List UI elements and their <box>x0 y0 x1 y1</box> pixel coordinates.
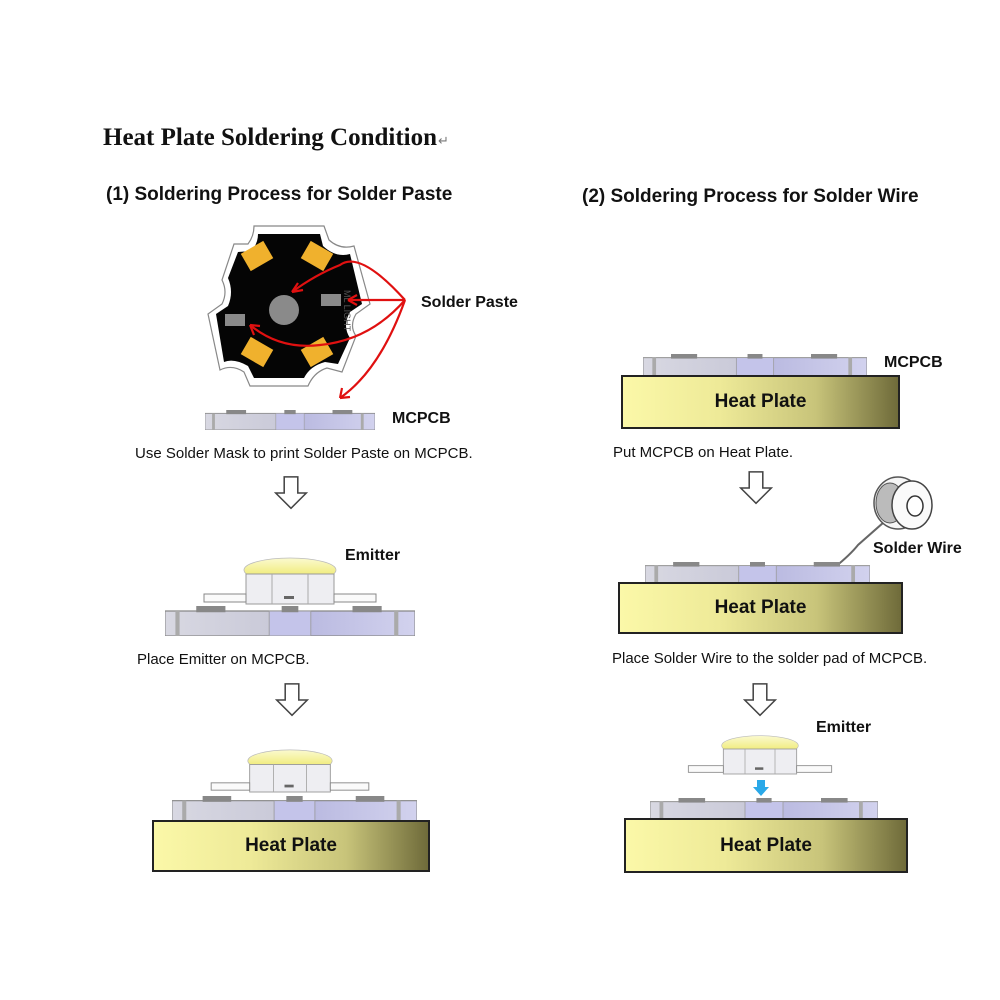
mcpcb-side-view <box>205 410 375 430</box>
mcpcb-side-view <box>650 798 878 820</box>
label-emitter: Emitter <box>816 719 872 736</box>
label-solder-paste: Solder Paste <box>421 294 518 311</box>
heat-plate: Heat Plate <box>621 375 900 429</box>
down-arrow-icon <box>275 682 309 718</box>
mcpcb-side-view <box>643 354 867 376</box>
heat-plate: Heat Plate <box>618 582 903 634</box>
paragraph-mark: ↵ <box>438 133 449 148</box>
label-mcpcb: MCPCB <box>884 354 943 371</box>
emitter-side-view <box>670 734 850 784</box>
label-solder-wire: Solder Wire <box>873 540 962 557</box>
paste-pad <box>225 314 245 326</box>
heat-plate-label: Heat Plate <box>714 597 807 618</box>
mcpcb-side-view <box>645 562 870 584</box>
placement-arrow-icon <box>753 780 769 796</box>
heat-plate-label: Heat Plate <box>245 835 337 856</box>
section-heading-solder-paste: (1) Soldering Process for Solder Paste <box>106 184 453 205</box>
title-text: Heat Plate Soldering Condition <box>103 124 438 151</box>
label-mcpcb: MCPCB <box>392 410 451 427</box>
emitter-side-view <box>190 748 390 803</box>
down-arrow-icon <box>274 475 308 511</box>
page-title: Heat Plate Soldering Condition↵ <box>103 124 449 152</box>
thermal-pad <box>269 295 299 325</box>
heat-plate: Heat Plate <box>624 818 908 873</box>
heat-plate-label: Heat Plate <box>714 391 807 412</box>
caption-step2-wire: Place Solder Wire to the solder pad of M… <box>612 650 928 667</box>
mcpcb-side-view <box>165 606 415 636</box>
label-emitter: Emitter <box>345 547 401 564</box>
down-arrow-icon <box>743 682 777 718</box>
heat-plate-label: Heat Plate <box>720 834 812 856</box>
solder-pad <box>240 336 274 368</box>
star-mcpcb-top-view <box>207 225 371 387</box>
section-heading-solder-wire: (2) Soldering Process for Solder Wire <box>582 186 919 207</box>
solder-pad <box>300 240 334 272</box>
solder-pad <box>240 240 274 272</box>
caption-step1-paste: Use Solder Mask to print Solder Paste on… <box>135 445 473 462</box>
solder-wire-spool-icon <box>834 476 933 568</box>
down-arrow-icon <box>739 470 773 506</box>
solder-paste-pointer-arrows <box>248 260 407 400</box>
caption-step1-wire: Put MCPCB on Heat Plate. <box>613 444 794 461</box>
paste-pad <box>321 294 341 306</box>
heat-plate: Heat Plate <box>152 820 430 872</box>
caption-step2-paste: Place Emitter on MCPCB. <box>137 651 310 668</box>
